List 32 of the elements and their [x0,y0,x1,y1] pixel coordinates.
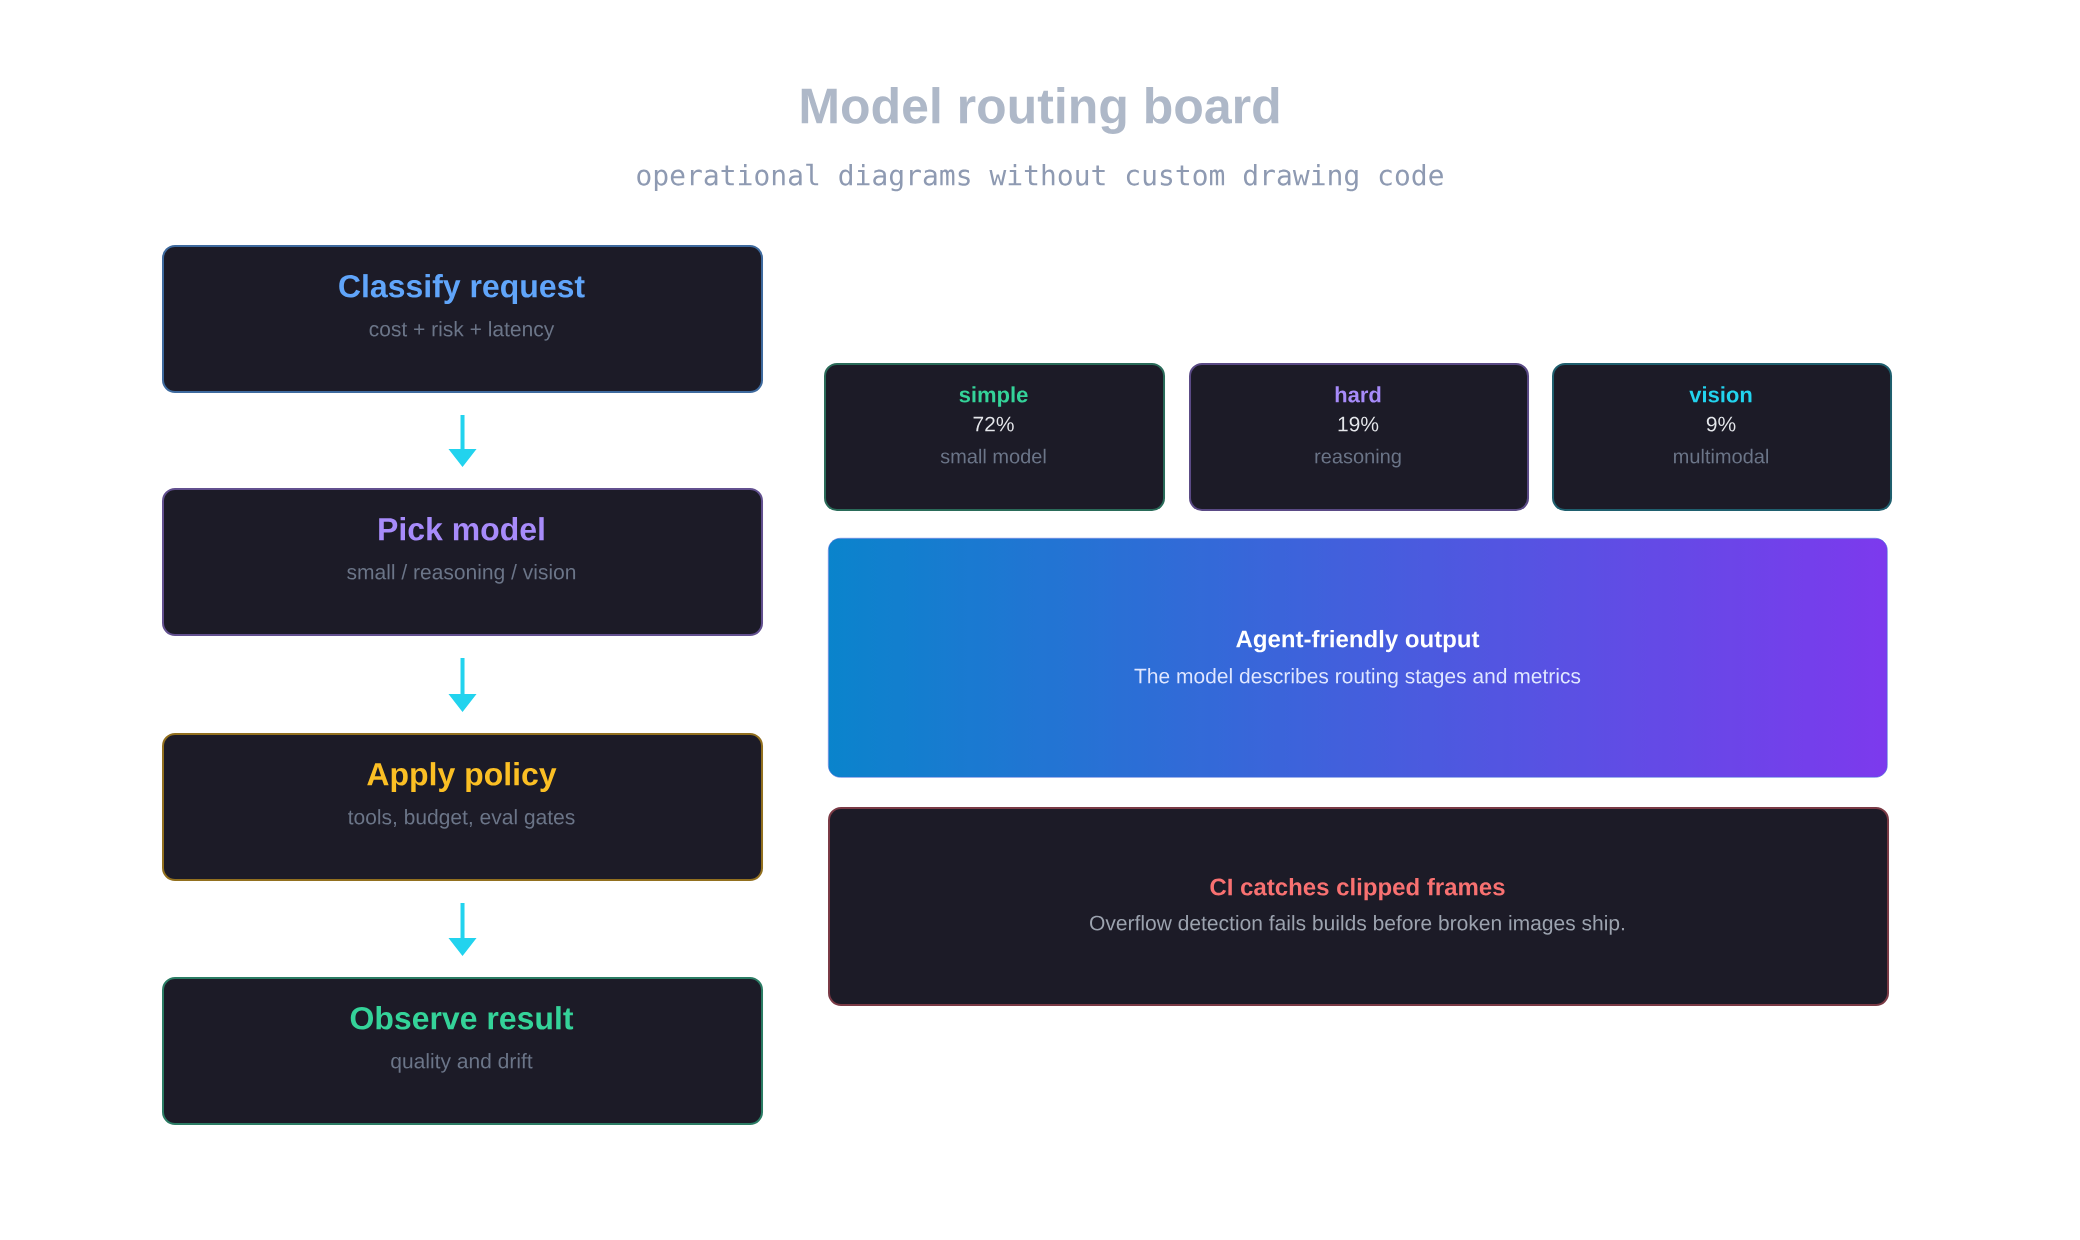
metric-card [824,363,1165,511]
subtitle: operational diagrams without custom drawing code [637,163,1443,192]
process-box [162,245,763,393]
note-text: Overflow detection fails builds before broken images ship. [1090,915,1624,935]
note-title: CI catches clipped frames [1210,877,1505,901]
process-box [162,488,763,636]
card-caption: multimodal [1674,448,1768,464]
banner-title: Agent-friendly output [1236,629,1480,653]
card-label: hard [1335,386,1381,403]
gradient-panel [828,538,1888,778]
process-box [162,733,763,881]
metric-card [1189,363,1529,511]
box-subtitle: small / reasoning / vision [347,564,576,584]
card-label: simple [959,386,1028,407]
card-value: 9% [1706,416,1736,432]
banner-text: The model describes routing stages and metrics [1134,668,1581,688]
card-label: vision [1689,386,1752,403]
box-title: Apply policy [367,762,557,792]
metric-card [1552,363,1892,511]
box-subtitle: quality and drift [391,1053,533,1073]
box-title: Observe result [350,1006,574,1030]
diagram-title: Model routing board [801,87,1279,134]
process-box [162,977,763,1125]
card-value: 19% [1338,416,1379,432]
card-caption: reasoning [1315,448,1401,468]
box-subtitle: tools, budget, eval gates [348,809,575,829]
note-box [828,807,1889,1006]
box-subtitle: cost + risk + latency [369,321,555,341]
card-caption: small model [940,448,1046,464]
card-value: 72% [973,416,1014,432]
box-title: Pick model [379,517,544,541]
box-title: Classify request [339,274,585,304]
